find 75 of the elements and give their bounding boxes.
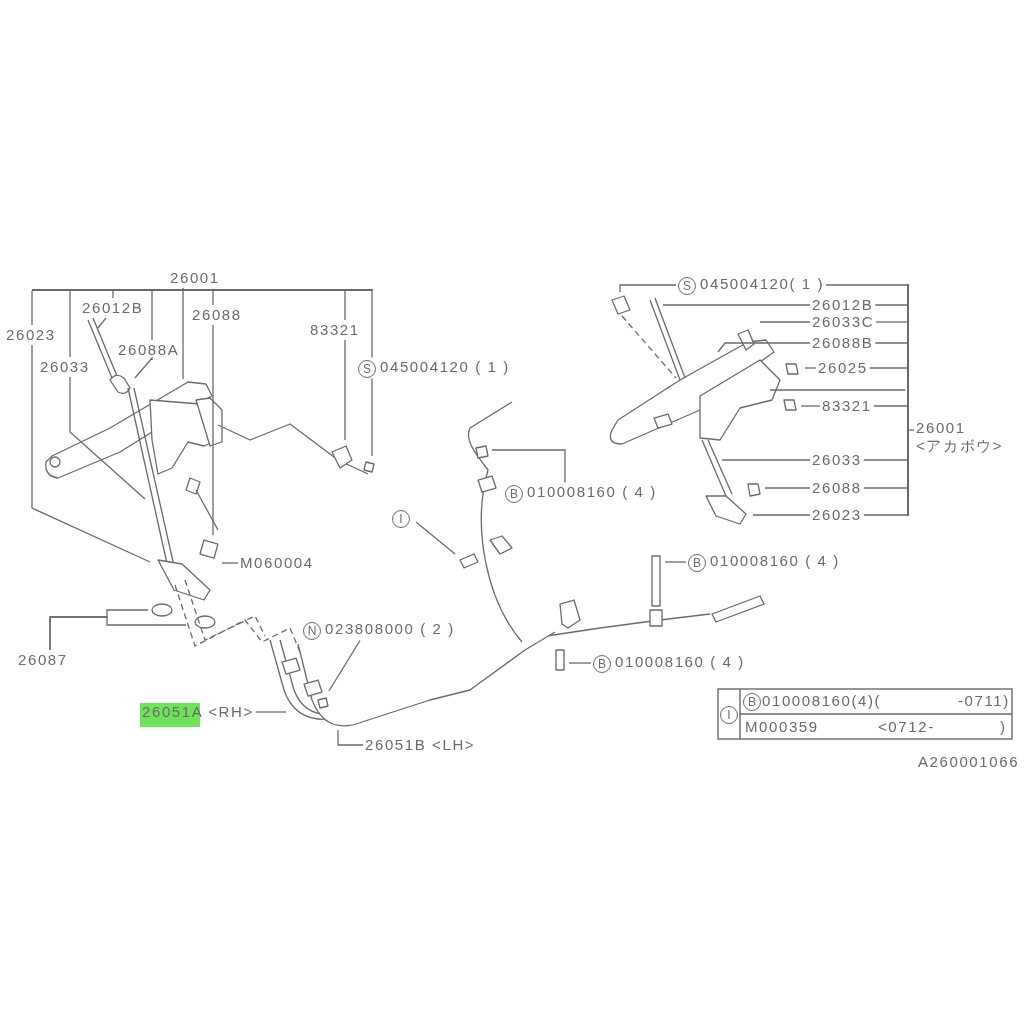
leader-line: [415, 521, 456, 555]
leader-line: [49, 616, 187, 651]
callout-number: 26001 <アカボウ>: [916, 419, 1016, 455]
callout-number: 26088A: [118, 341, 180, 359]
leader-line: [212, 324, 214, 536]
callout-number: 83321: [822, 397, 872, 415]
callout-number: 26088B: [812, 334, 874, 352]
leader-line: [875, 321, 909, 323]
leader-line: [69, 290, 71, 358]
table-text: M000359: [745, 718, 819, 736]
leader-line: [255, 711, 287, 713]
leader-line: [662, 304, 811, 306]
leader-line: [31, 344, 151, 563]
callout-number: 26012B: [812, 296, 874, 314]
leader-line: [863, 487, 909, 489]
part-number: 010008160 ( 4 ): [710, 552, 840, 570]
drawing-number: A260001066: [918, 753, 1020, 771]
leader-line: [759, 321, 811, 323]
callout-number: 26088: [812, 479, 862, 497]
part-number: 010008160 ( 4 ): [615, 653, 745, 671]
table-text: 010008160(4)(: [762, 692, 882, 710]
leader-line: [764, 487, 811, 489]
leader-line: [863, 459, 909, 461]
leader-line: [874, 342, 909, 344]
leader-line: [212, 290, 214, 306]
leader-line: [825, 284, 909, 286]
callout-number: 26023: [812, 506, 862, 524]
part-number: 045004120 ( 1 ): [380, 358, 510, 376]
leader-line: [568, 662, 592, 664]
callout-number: 83321: [310, 321, 360, 339]
leader-line: [134, 356, 153, 379]
callout-number: 26033: [812, 451, 862, 469]
leader-line: [863, 514, 909, 516]
leader-line: [873, 405, 909, 407]
part-number: 045004120( 1 ): [700, 275, 825, 293]
leader-line: [69, 376, 146, 500]
leader-line: [908, 429, 915, 431]
leader-line: [151, 290, 153, 341]
leader-line: [371, 290, 373, 359]
leader-line: [721, 459, 811, 461]
callout-number: 26025: [818, 359, 868, 377]
table-text: <0712-: [878, 718, 935, 736]
callout-number: 26023: [6, 326, 56, 344]
callout-number: 26033C: [812, 313, 875, 331]
leader-line: [371, 377, 373, 457]
table-text: ): [1000, 718, 1007, 736]
leader-line: [31, 290, 33, 326]
callout-number: 26088: [192, 306, 242, 324]
leader-line: [344, 339, 346, 441]
part-number: 023808000 ( 2 ): [325, 620, 455, 638]
callout-number: 26051B <LH>: [365, 736, 476, 754]
leader-line: [491, 449, 566, 484]
leader-line: [221, 562, 239, 564]
leader-line: [869, 367, 909, 369]
callout-number: M060004: [240, 554, 314, 572]
table-text: -0711): [958, 692, 1010, 710]
leader-line: [182, 287, 184, 380]
leader-line: [328, 639, 361, 692]
callout-number: 26033: [40, 358, 90, 376]
callout-number: 26001: [170, 269, 220, 287]
leader-line: [800, 405, 821, 407]
leader-line: [337, 729, 364, 746]
part-number: 010008160 ( 4 ): [527, 483, 657, 501]
leader-line: [874, 304, 909, 306]
leader-line: [619, 284, 677, 293]
leader-line: [664, 561, 687, 563]
leader-line: [804, 367, 817, 369]
leader-line: [769, 389, 907, 391]
leader-line: [112, 290, 114, 299]
leader-line: [97, 317, 107, 329]
leader-line: [344, 290, 346, 321]
callout-number: 26012B: [82, 299, 144, 317]
leader-line: [752, 514, 811, 516]
callout-number: 26087: [18, 651, 68, 669]
leader-line: [717, 342, 811, 353]
